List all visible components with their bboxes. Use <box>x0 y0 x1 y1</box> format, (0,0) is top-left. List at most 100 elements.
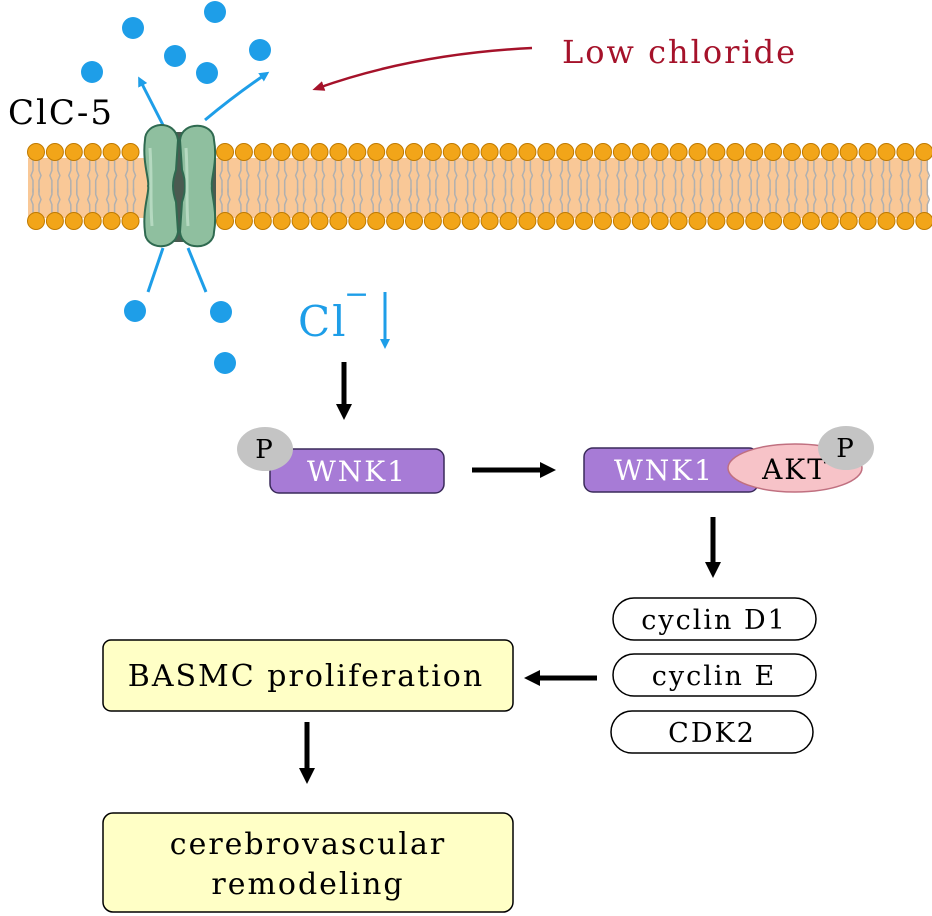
lipid-tail <box>672 188 677 213</box>
lipid-head <box>27 212 45 230</box>
lipid-tail <box>756 160 761 193</box>
lipid-head <box>915 143 932 161</box>
lipid-tail <box>397 188 401 213</box>
chloride-ion-dot <box>210 301 232 323</box>
lipid-tail <box>113 188 118 213</box>
wnk1-box <box>269 448 445 494</box>
lipid-tail <box>680 188 685 213</box>
lipid-tail <box>49 160 53 193</box>
lipid-head <box>896 143 915 161</box>
lipid-tail <box>86 160 91 193</box>
lipid-tail <box>805 160 809 193</box>
lipid-head <box>839 143 858 161</box>
lipid-tail <box>445 160 450 193</box>
lipid-tail <box>94 188 99 213</box>
remodeling-label-line1: cerebrovascular <box>170 827 446 862</box>
lipid-tail <box>710 188 715 213</box>
lipid-tail <box>378 188 383 213</box>
lipid-tail <box>767 188 771 213</box>
lipid-tail <box>313 188 318 213</box>
lipid-tail <box>76 160 80 193</box>
lipid-head <box>518 143 537 161</box>
lipid-head <box>820 212 839 230</box>
lipid-head <box>83 212 102 230</box>
channel-label: ClC-5 <box>8 93 114 133</box>
lipid-tail <box>775 160 779 193</box>
lipid-head <box>348 212 367 230</box>
lipid-head <box>45 212 64 230</box>
ion-efflux-arrow-left <box>138 76 165 126</box>
lipid-tail <box>435 160 439 193</box>
lipid-tail <box>389 188 393 213</box>
lipid-tail <box>680 160 685 193</box>
lipid-tail <box>729 160 734 193</box>
lipid-head <box>83 143 102 161</box>
lipid-tail <box>370 160 374 193</box>
lipid-head <box>386 212 405 230</box>
lipid-head <box>764 143 783 161</box>
lipid-head <box>272 143 291 161</box>
lipid-tail <box>483 160 488 193</box>
chloride-ion-dot <box>204 1 226 23</box>
lipid-tail <box>86 188 91 213</box>
lipid-tail <box>850 188 855 213</box>
chloride-ion-symbol: Cl <box>298 297 348 346</box>
lipid-head <box>707 212 726 230</box>
lipid-tail <box>888 188 893 213</box>
lipid-head <box>45 143 64 161</box>
lipid-tail <box>823 188 828 213</box>
lipid-head <box>594 212 612 230</box>
lipid-head <box>801 212 820 230</box>
lipid-head <box>764 212 783 230</box>
lipid-tail <box>907 188 912 213</box>
lipid-head <box>423 212 442 230</box>
wnk1-akt-complex-node: WNK1 AKT P <box>583 426 874 493</box>
lipid-head <box>612 143 631 161</box>
lipid-tail <box>445 188 450 213</box>
lipid-tail <box>548 188 553 213</box>
lipid-tail <box>340 160 345 193</box>
lipid-tail <box>49 188 53 213</box>
chloride-ion-dot <box>124 300 146 322</box>
lipid-tail <box>823 160 828 193</box>
lipid-tail <box>124 188 129 213</box>
lipid-head <box>461 143 480 161</box>
lipid-head <box>896 212 915 230</box>
lipid-tail <box>378 160 383 193</box>
lipid-tail <box>67 160 72 193</box>
chloride-ion-dot <box>164 45 186 67</box>
lipid-head <box>310 143 329 161</box>
lipid-tail <box>567 188 572 213</box>
chloride-ion-dot <box>81 61 103 83</box>
lipid-head <box>480 212 499 230</box>
lipid-head <box>348 143 367 161</box>
lipid-head <box>102 212 121 230</box>
lipid-tail <box>559 160 563 193</box>
lipid-head <box>291 212 310 230</box>
lipid-tail <box>597 188 601 213</box>
ion-influx-line-right <box>186 247 208 293</box>
lipid-head <box>877 143 896 161</box>
chloride-ion-dot <box>249 39 271 61</box>
cdk2-label: CDK2 <box>668 718 756 749</box>
lipid-tail <box>491 160 496 193</box>
lipid-tail <box>332 160 337 193</box>
lipid-tail <box>786 160 790 193</box>
lipid-tail <box>605 160 609 193</box>
lipid-head <box>367 143 386 161</box>
lipid-tail <box>67 188 72 213</box>
extracellular-chloride-ions <box>81 1 271 84</box>
lipid-tail <box>57 160 61 193</box>
lipid-tail <box>265 188 269 213</box>
lipid-tail <box>313 160 318 193</box>
lipid-tail <box>332 188 337 213</box>
lipid-tail <box>275 188 280 213</box>
lipid-tail <box>718 188 723 213</box>
lipid-tail <box>624 188 628 213</box>
lipid-tail <box>813 160 817 193</box>
lipid-tail <box>832 160 836 193</box>
lipid-tail <box>578 160 582 193</box>
lipid-head <box>650 143 669 161</box>
lipid-tail <box>634 188 639 213</box>
remodeling-box <box>102 812 514 913</box>
